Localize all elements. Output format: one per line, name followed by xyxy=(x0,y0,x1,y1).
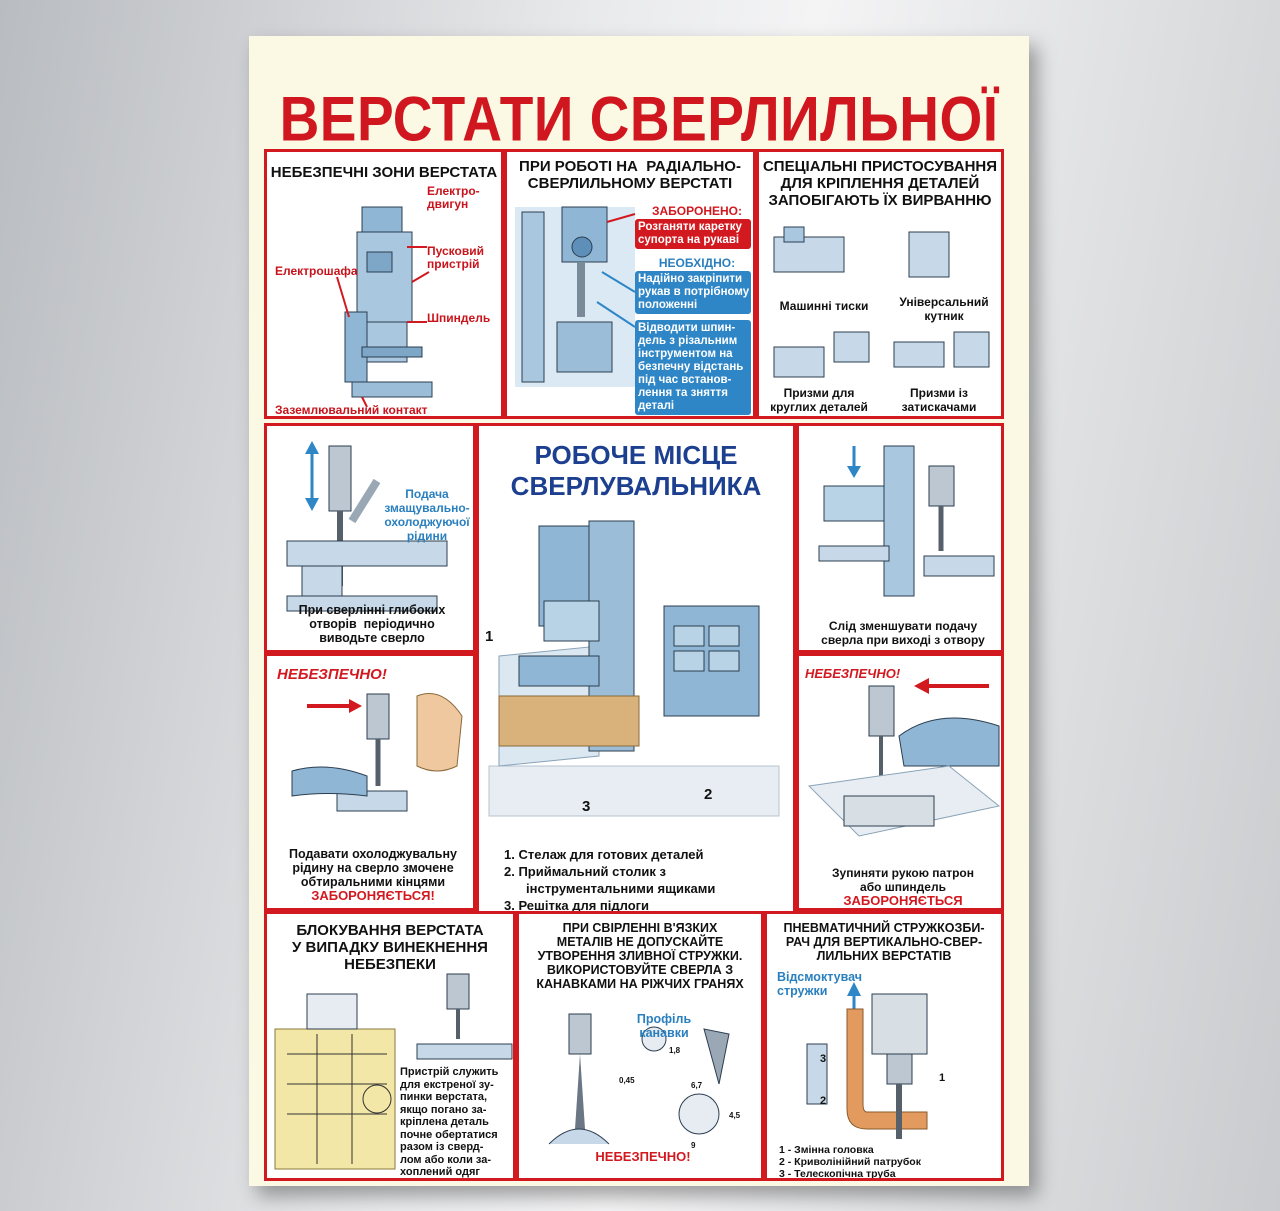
stop-by-hand-illustration xyxy=(807,678,1001,837)
label-spindle: Шпиндель xyxy=(427,311,491,325)
coolant-forbidden-caption: Подавати охолоджувальну рідину на сверло… xyxy=(289,847,457,889)
forbidden-label: ЗАБОРОНЯЄТЬСЯ! xyxy=(311,888,435,903)
workstation-title: РОБОЧЕ МІСЦЕ СВЕРЛУВАЛЬНИКА xyxy=(510,440,762,501)
required-item-1: Надійно закріпити рукав в потрібному пол… xyxy=(635,271,751,314)
legend-item: 1 - Змінна головка xyxy=(779,1144,874,1156)
forbidden-heading: ЗАБОРОНЕНО: xyxy=(652,204,742,218)
legend-item: 2. Приймальний столик з інструментальним… xyxy=(504,864,716,896)
panel-title: СПЕЦІАЛЬНІ ПРИСТОСУВАННЯ ДЛЯ КРІПЛЕННЯ Д… xyxy=(762,158,998,209)
legend-item: 3. Решітка для підлоги xyxy=(504,898,650,913)
fixture-label-prisms-clamps: Призми із затискачами xyxy=(901,386,977,414)
legend-item: 1. Стелаж для готових деталей xyxy=(504,847,704,862)
panel-fixtures: СПЕЦІАЛЬНІ ПРИСТОСУВАННЯ ДЛЯ КРІПЛЕННЯ Д… xyxy=(756,149,1004,419)
panel-danger-zones: НЕБЕЗПЕЧНІ ЗОНИ ВЕРСТАТА Електро- двигун… xyxy=(264,149,504,419)
deep-drilling-illustration xyxy=(286,441,448,612)
panel-emergency-stop: БЛОКУВАННЯ ВЕРСТАТА У ВИПАДКУ ВИНЕКНЕННЯ… xyxy=(264,911,516,1181)
fixture-label-vise: Машинні тиски xyxy=(779,299,869,313)
emergency-stop-illustration xyxy=(274,973,513,1170)
label-ground: Заземлювальний контакт xyxy=(275,403,428,417)
dimension-label: 6,7 xyxy=(691,1081,703,1090)
coolant-label: Подача змащувально- охолоджуючої рідини xyxy=(384,487,470,543)
poster: ВЕРСТАТИ СВЕРЛИЛЬНОЇ ГРУПИ НЕБЕЗПЕЧНІ ЗО… xyxy=(249,36,1029,1186)
callout-1: 1 xyxy=(485,628,494,645)
panel-reduce-feed: Слід зменшувати подачу сверла при виході… xyxy=(796,423,1004,653)
panel-stop-by-hand: НЕБЕЗПЕЧНО! Зупиняти рукою патрон або шп… xyxy=(796,653,1004,911)
panel-title: НЕБЕЗПЕЧНІ ЗОНИ ВЕРСТАТА xyxy=(270,164,498,181)
danger-label: НЕБЕЗПЕЧНО! xyxy=(595,1149,691,1164)
panel-title: БЛОКУВАННЯ ВЕРСТАТА У ВИПАДКУ ВИНЕКНЕННЯ… xyxy=(292,922,488,973)
reduce-feed-caption: Слід зменшувати подачу сверла при виході… xyxy=(821,619,985,647)
callout-3: 3 xyxy=(582,798,591,815)
panel-chip-collector: ПНЕВМАТИЧНИЙ СТРУЖКОЗБИ- РАЧ ДЛЯ ВЕРТИКА… xyxy=(764,911,1004,1181)
chip-collector-legend: 1 - Змінна головка 2 - Криволінійний пат… xyxy=(779,1144,921,1180)
stop-by-hand-caption: Зупиняти рукою патрон або шпиндель xyxy=(832,866,974,894)
fixture-label-prisms: Призми для круглих деталей xyxy=(770,386,868,414)
panel-title: ПРИ СВІРЛЕННІ В'ЯЗКИХ МЕТАЛІВ НЕ ДОПУСКА… xyxy=(536,921,744,991)
panel-title: ПРИ РОБОТІ НА РАДІАЛЬНО- СВЕРЛИЛЬНОМУ ВЕ… xyxy=(519,158,741,192)
danger-label: НЕБЕЗПЕЧНО! xyxy=(805,666,901,681)
dimension-label: 9 xyxy=(691,1141,696,1150)
dimension-label: 1,8 xyxy=(669,1046,681,1055)
deep-drilling-caption: При сверлінні глибоких отворів періодичн… xyxy=(298,603,446,645)
legend-item: 3 - Телескопічна труба xyxy=(779,1168,896,1180)
drill-press-illustration xyxy=(336,206,433,408)
label-cabinet: Електрошафа xyxy=(275,264,358,278)
fixtures-illustration xyxy=(773,226,990,378)
callout-2: 2 xyxy=(820,1095,827,1107)
dimension-label: 0,45 xyxy=(619,1076,635,1085)
danger-label: НЕБЕЗПЕЧНО! xyxy=(277,666,387,683)
viscous-metals-illustration xyxy=(548,1013,730,1145)
profile-label: Профіль канавки xyxy=(636,1012,692,1040)
dimension-label: 4,5 xyxy=(729,1111,741,1120)
panel-workstation: РОБОЧЕ МІСЦЕ СВЕРЛУВАЛЬНИКА 1 2 3 1. Сте… xyxy=(476,423,796,928)
callout-2: 2 xyxy=(704,786,713,803)
radial-drill-illustration xyxy=(515,206,636,387)
label-start-device: Пусковий пристрій xyxy=(427,244,484,271)
callout-3: 3 xyxy=(820,1053,827,1065)
panel-viscous-metals: ПРИ СВІРЛЕННІ В'ЯЗКИХ МЕТАЛІВ НЕ ДОПУСКА… xyxy=(516,911,764,1181)
reduce-feed-illustration xyxy=(818,445,995,597)
forbidden-label: ЗАБОРОНЯЄТЬСЯ xyxy=(843,893,963,908)
legend-item: 2 - Криволінійний патрубок xyxy=(779,1156,921,1168)
label-motor: Електро- двигун xyxy=(427,184,480,211)
coolant-forbidden-illustration xyxy=(291,693,463,812)
panel-deep-drilling: Подача змащувально- охолоджуючої рідини … xyxy=(264,423,476,653)
panel-coolant-forbidden: НЕБЕЗПЕЧНО! Подавати охолоджувальну ріди… xyxy=(264,653,476,911)
panel-radial-drilling: ПРИ РОБОТІ НА РАДІАЛЬНО- СВЕРЛИЛЬНОМУ ВЕ… xyxy=(504,149,756,419)
callout-1: 1 xyxy=(939,1072,946,1084)
required-item-2: Відводити шпин- дель з різальним інструм… xyxy=(635,320,751,415)
forbidden-item: Розганяти каретку супорта на рукаві xyxy=(635,219,751,249)
workstation-legend: 1. Стелаж для готових деталей 2. Приймал… xyxy=(504,846,793,914)
suction-label: Відсмоктувач стружки xyxy=(777,970,862,998)
required-heading: НЕОБХІДНО: xyxy=(658,256,736,270)
panel-title: ПНЕВМАТИЧНИЙ СТРУЖКОЗБИ- РАЧ ДЛЯ ВЕРТИКА… xyxy=(783,921,985,963)
chip-collector-illustration xyxy=(806,982,928,1139)
fixture-label-angle: Універсальний кутник xyxy=(899,295,989,323)
emergency-stop-description: Пристрій служить для екстреної зу- пинки… xyxy=(400,1066,499,1178)
workstation-illustration xyxy=(488,520,780,817)
